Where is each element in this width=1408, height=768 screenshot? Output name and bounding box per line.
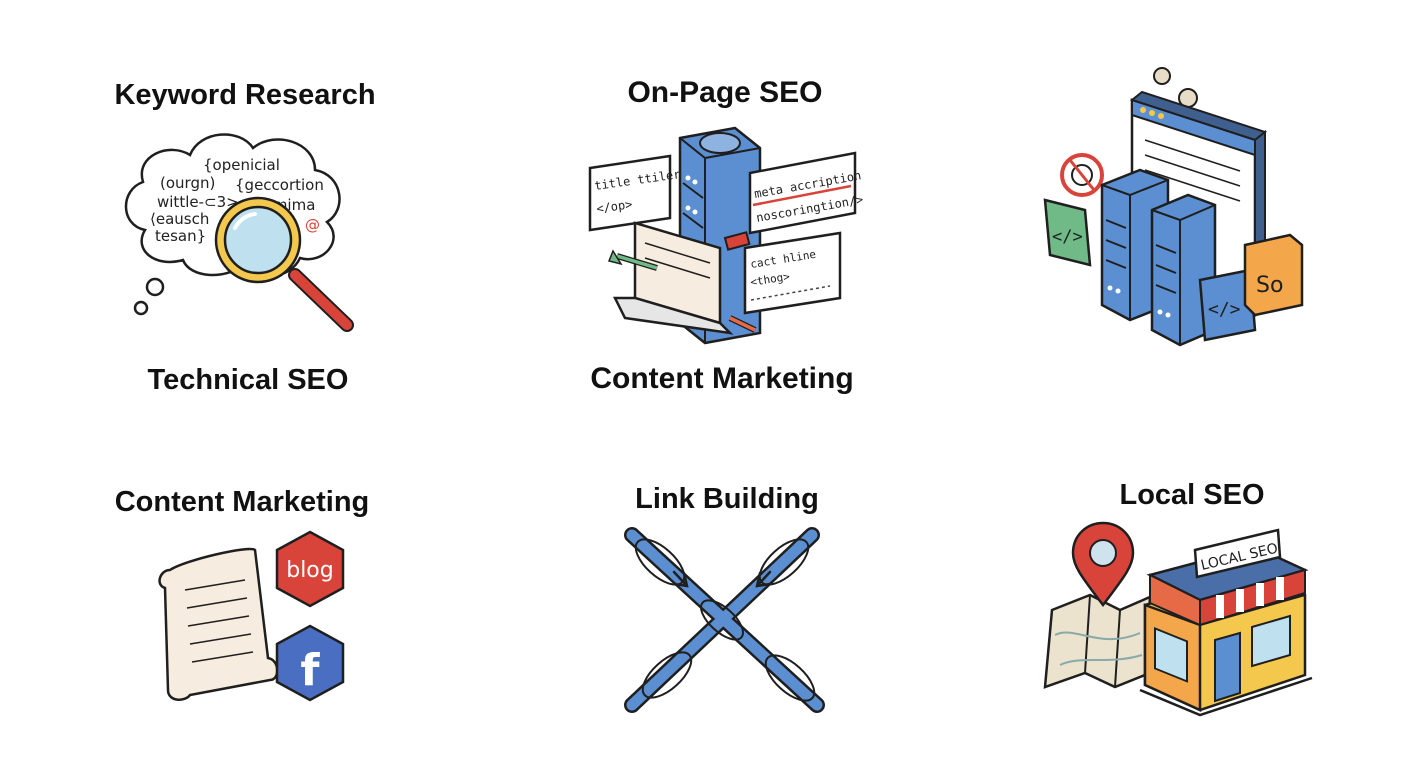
chain-link-icon: [624, 527, 825, 713]
title-technical-seo: Technical SEO: [147, 364, 349, 396]
magnifier-icon: [214, 196, 354, 332]
content-marketing-illustration: blog f: [158, 530, 345, 702]
onpage-card3-line2: <thog>: [749, 270, 791, 289]
so-badge-icon: So: [1243, 233, 1304, 317]
keyword-line6: ⟨eausch: [150, 210, 209, 228]
keyword-line4: wittle-⊂3>: [157, 193, 239, 211]
keyword-line1: {openicial: [203, 156, 280, 174]
gear-target-icon: [1060, 153, 1104, 197]
title-on-page-seo: On-Page SEO: [627, 76, 823, 109]
title-content-marketing: Content Marketing: [114, 486, 370, 518]
laptop-icon: [612, 221, 734, 335]
blog-badge-icon: blog: [275, 530, 345, 608]
keyword-research-illustration: {openicial (ourgn) {geccortion wittle-⊂3…: [124, 133, 354, 332]
store-door: [1214, 631, 1241, 703]
onpage-card1-line2: </op>: [595, 197, 633, 216]
folded-map-icon: [1043, 593, 1152, 689]
meta-card-right: meta accription noscoringtion/>: [748, 151, 864, 235]
keyword-line7: tesan}: [155, 227, 206, 245]
thought-dot-large: [145, 277, 165, 297]
facebook-badge-icon: f: [275, 624, 345, 702]
code-tile-left-icon: </>: [1043, 198, 1092, 267]
store-window-right: [1251, 614, 1291, 668]
link-building-illustration: [624, 527, 825, 713]
blog-badge-text: blog: [286, 558, 334, 583]
floating-dot-1: [1153, 67, 1171, 85]
server-rack-right-icon: [1150, 193, 1217, 347]
meta-card-left: title ttiler </op>: [588, 154, 681, 232]
double-arrow-red-icon: [728, 315, 757, 333]
thought-dot-small: [133, 300, 149, 316]
red-tag: [723, 231, 751, 251]
code-tile-right-icon: </>: [1198, 268, 1257, 342]
keyword-at: @: [305, 216, 320, 234]
title-local-seo: Local SEO: [1119, 479, 1265, 511]
local-seo-illustration: LOCAL SEO: [1043, 521, 1313, 717]
double-arrow-green-icon: [607, 249, 658, 271]
title-keyword-research: Keyword Research: [114, 79, 376, 111]
keyword-line2: (ourgn): [160, 174, 215, 192]
code-tile-left-text: </>: [1052, 227, 1083, 247]
code-tile-right-text: </>: [1208, 299, 1241, 320]
location-pin-icon: [1071, 521, 1135, 608]
title-content-marketing-top: Content Marketing: [590, 362, 854, 395]
on-page-seo-illustration: title ttiler </op> meta accription nosco…: [588, 126, 864, 345]
store-window-left: [1154, 627, 1188, 683]
title-link-building: Link Building: [635, 483, 819, 515]
scroll-document-icon: [158, 547, 279, 701]
keyword-line3: {geccortion: [235, 176, 324, 194]
storefront-icon: [1139, 545, 1313, 717]
so-badge-text: So: [1256, 273, 1283, 298]
facebook-badge-text: f: [300, 645, 320, 696]
technical-seo-illustration: </> </> So: [1043, 67, 1304, 347]
meta-card-bottom: cact hline <thog>: [743, 231, 842, 315]
